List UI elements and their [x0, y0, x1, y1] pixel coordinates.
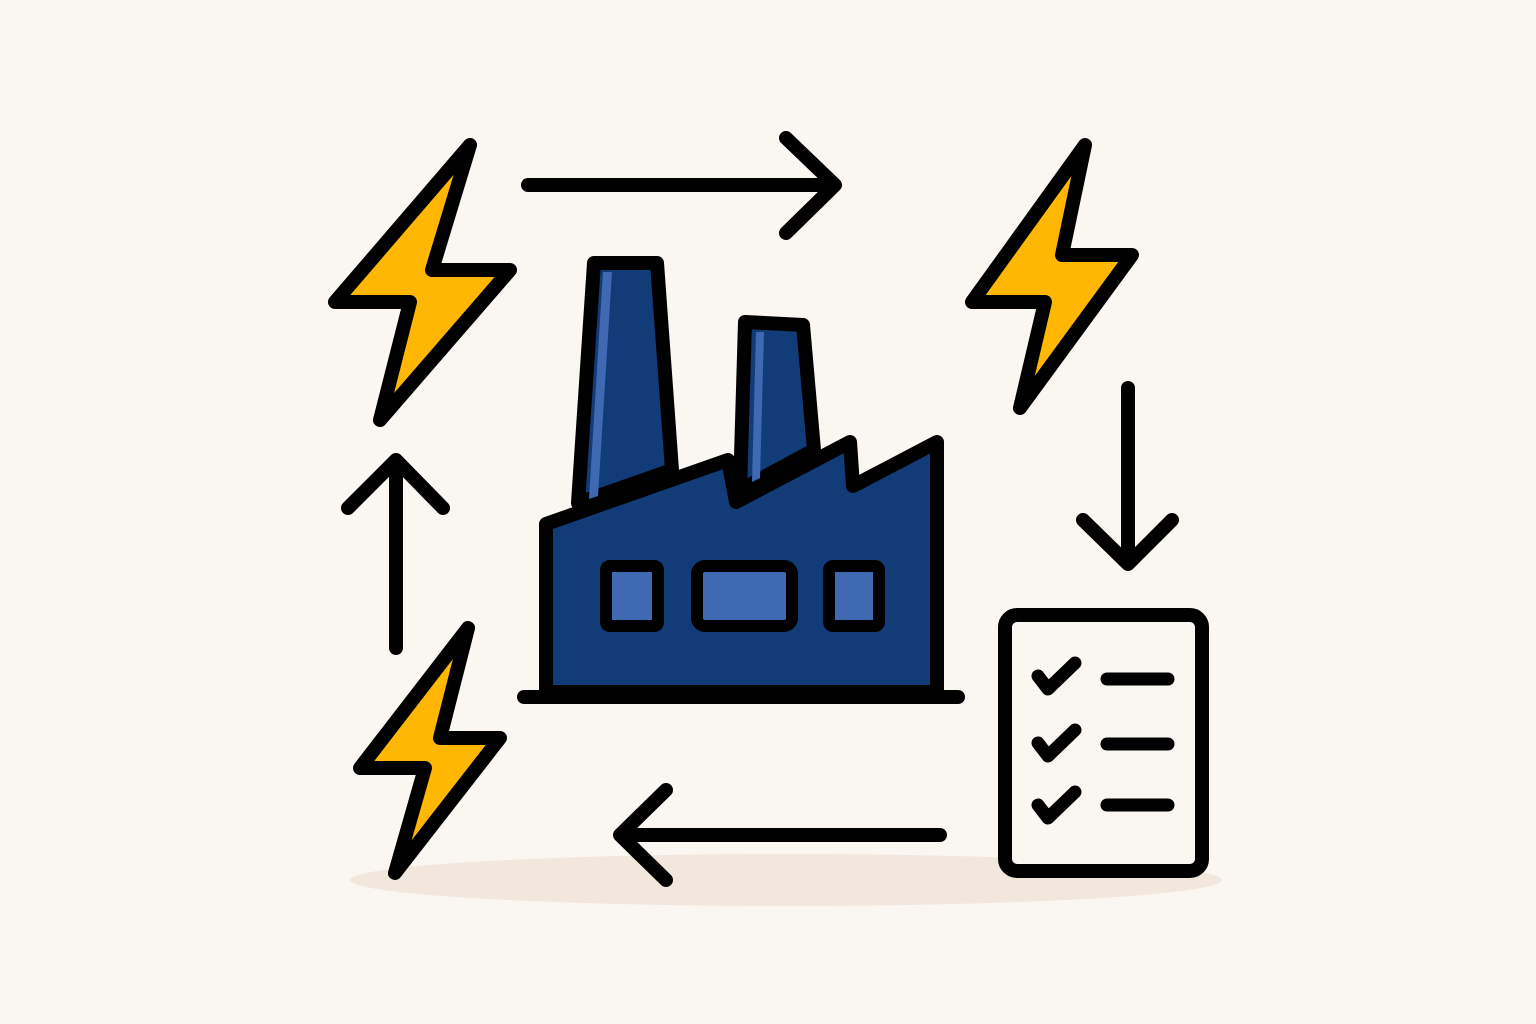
arrow-right-icon — [521, 131, 842, 240]
checklist-icon — [998, 608, 1209, 878]
arrow-down-icon — [1076, 381, 1179, 571]
lightning-bolt-icon — [965, 138, 1139, 415]
factory-window — [823, 560, 885, 632]
checkmark-icon — [1031, 723, 1082, 763]
arrow-left-icon — [613, 783, 947, 887]
factory-window — [600, 560, 664, 632]
lightning-bolt-icon — [353, 621, 507, 880]
lightning-bolt-icon — [328, 138, 517, 427]
arrow-up-icon — [341, 453, 450, 655]
checkmark-icon — [1031, 656, 1082, 696]
factory-icon — [517, 256, 965, 704]
checkmark-icon — [1031, 785, 1082, 825]
factory-window — [691, 560, 798, 632]
